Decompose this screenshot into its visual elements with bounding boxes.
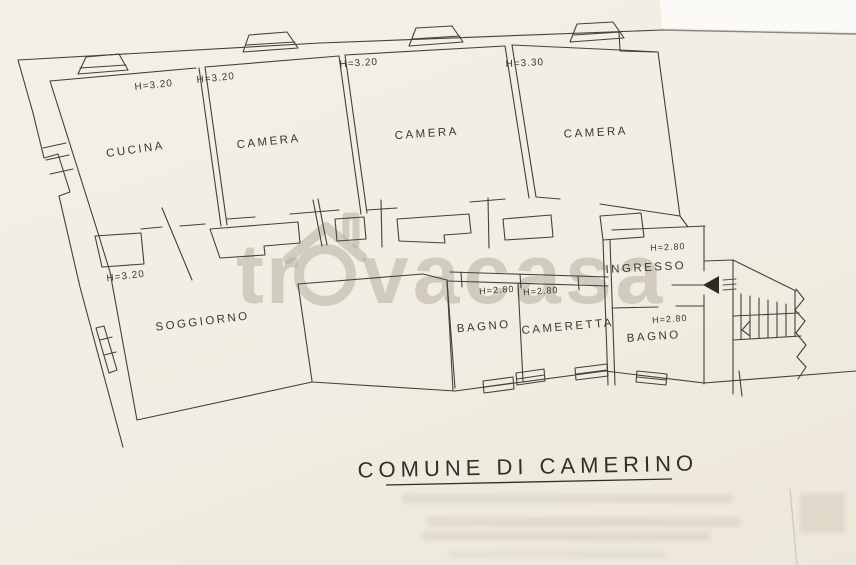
walls xyxy=(17,29,856,448)
illegible-smudge xyxy=(422,532,710,541)
illegible-text-block xyxy=(402,494,740,558)
balcony-icon xyxy=(408,25,464,47)
plan-title-group: COMUNE DI CAMERINO xyxy=(357,450,698,486)
plan-title: COMUNE DI CAMERINO xyxy=(357,450,698,482)
window xyxy=(574,363,609,381)
height-label-soggiorno: H=3.20 xyxy=(106,269,146,285)
room-label-cucina: CUCINA xyxy=(105,140,165,160)
balconies xyxy=(77,21,625,75)
height-label-camera-3: H=3.30 xyxy=(505,57,544,70)
watermark-house-icon xyxy=(283,212,367,306)
room-label-camera-2: CAMERA xyxy=(394,126,459,142)
balcony-icon xyxy=(242,31,299,53)
height-label-bagno-1: H=2.80 xyxy=(479,284,515,296)
height-label-bagno-2: H=2.80 xyxy=(652,313,688,325)
room-label-camera-1: CAMERA xyxy=(236,133,301,152)
break-line-zigzag xyxy=(794,288,807,380)
illegible-smudge xyxy=(450,551,667,558)
window xyxy=(635,370,668,386)
room-label-bagno-2: BAGNO xyxy=(626,329,681,345)
room-label-soggiorno: SOGGIORNO xyxy=(155,310,250,333)
illegible-smudge xyxy=(402,494,733,503)
entrance-hatch-icon xyxy=(722,278,737,291)
height-label-cameretta: H=2.80 xyxy=(523,285,559,297)
height-label-ingresso: H=2.80 xyxy=(650,241,686,253)
height-label-camera-1: H=3.20 xyxy=(196,71,235,86)
window xyxy=(515,368,546,386)
entrance-arrow-icon xyxy=(703,276,719,294)
balcony-icon xyxy=(569,21,625,43)
watermark-text-left: tr xyxy=(236,227,301,321)
height-label-cucina: H=3.20 xyxy=(134,78,173,93)
window xyxy=(482,376,515,394)
balcony-icon xyxy=(77,53,129,75)
room-label-bagno-1: BAGNO xyxy=(456,319,511,336)
height-label-camera-2: H=3.20 xyxy=(339,57,378,71)
illegible-smudge xyxy=(427,517,740,527)
stairs-direction-icon xyxy=(741,320,751,337)
windows xyxy=(482,363,668,394)
room-label-ingresso: INGRESSO xyxy=(605,260,686,276)
stairs xyxy=(732,259,802,341)
title-underline xyxy=(385,478,673,486)
room-label-camera-3: CAMERA xyxy=(563,125,628,140)
paper-edge xyxy=(660,0,856,565)
entrance-arrow xyxy=(671,276,737,294)
